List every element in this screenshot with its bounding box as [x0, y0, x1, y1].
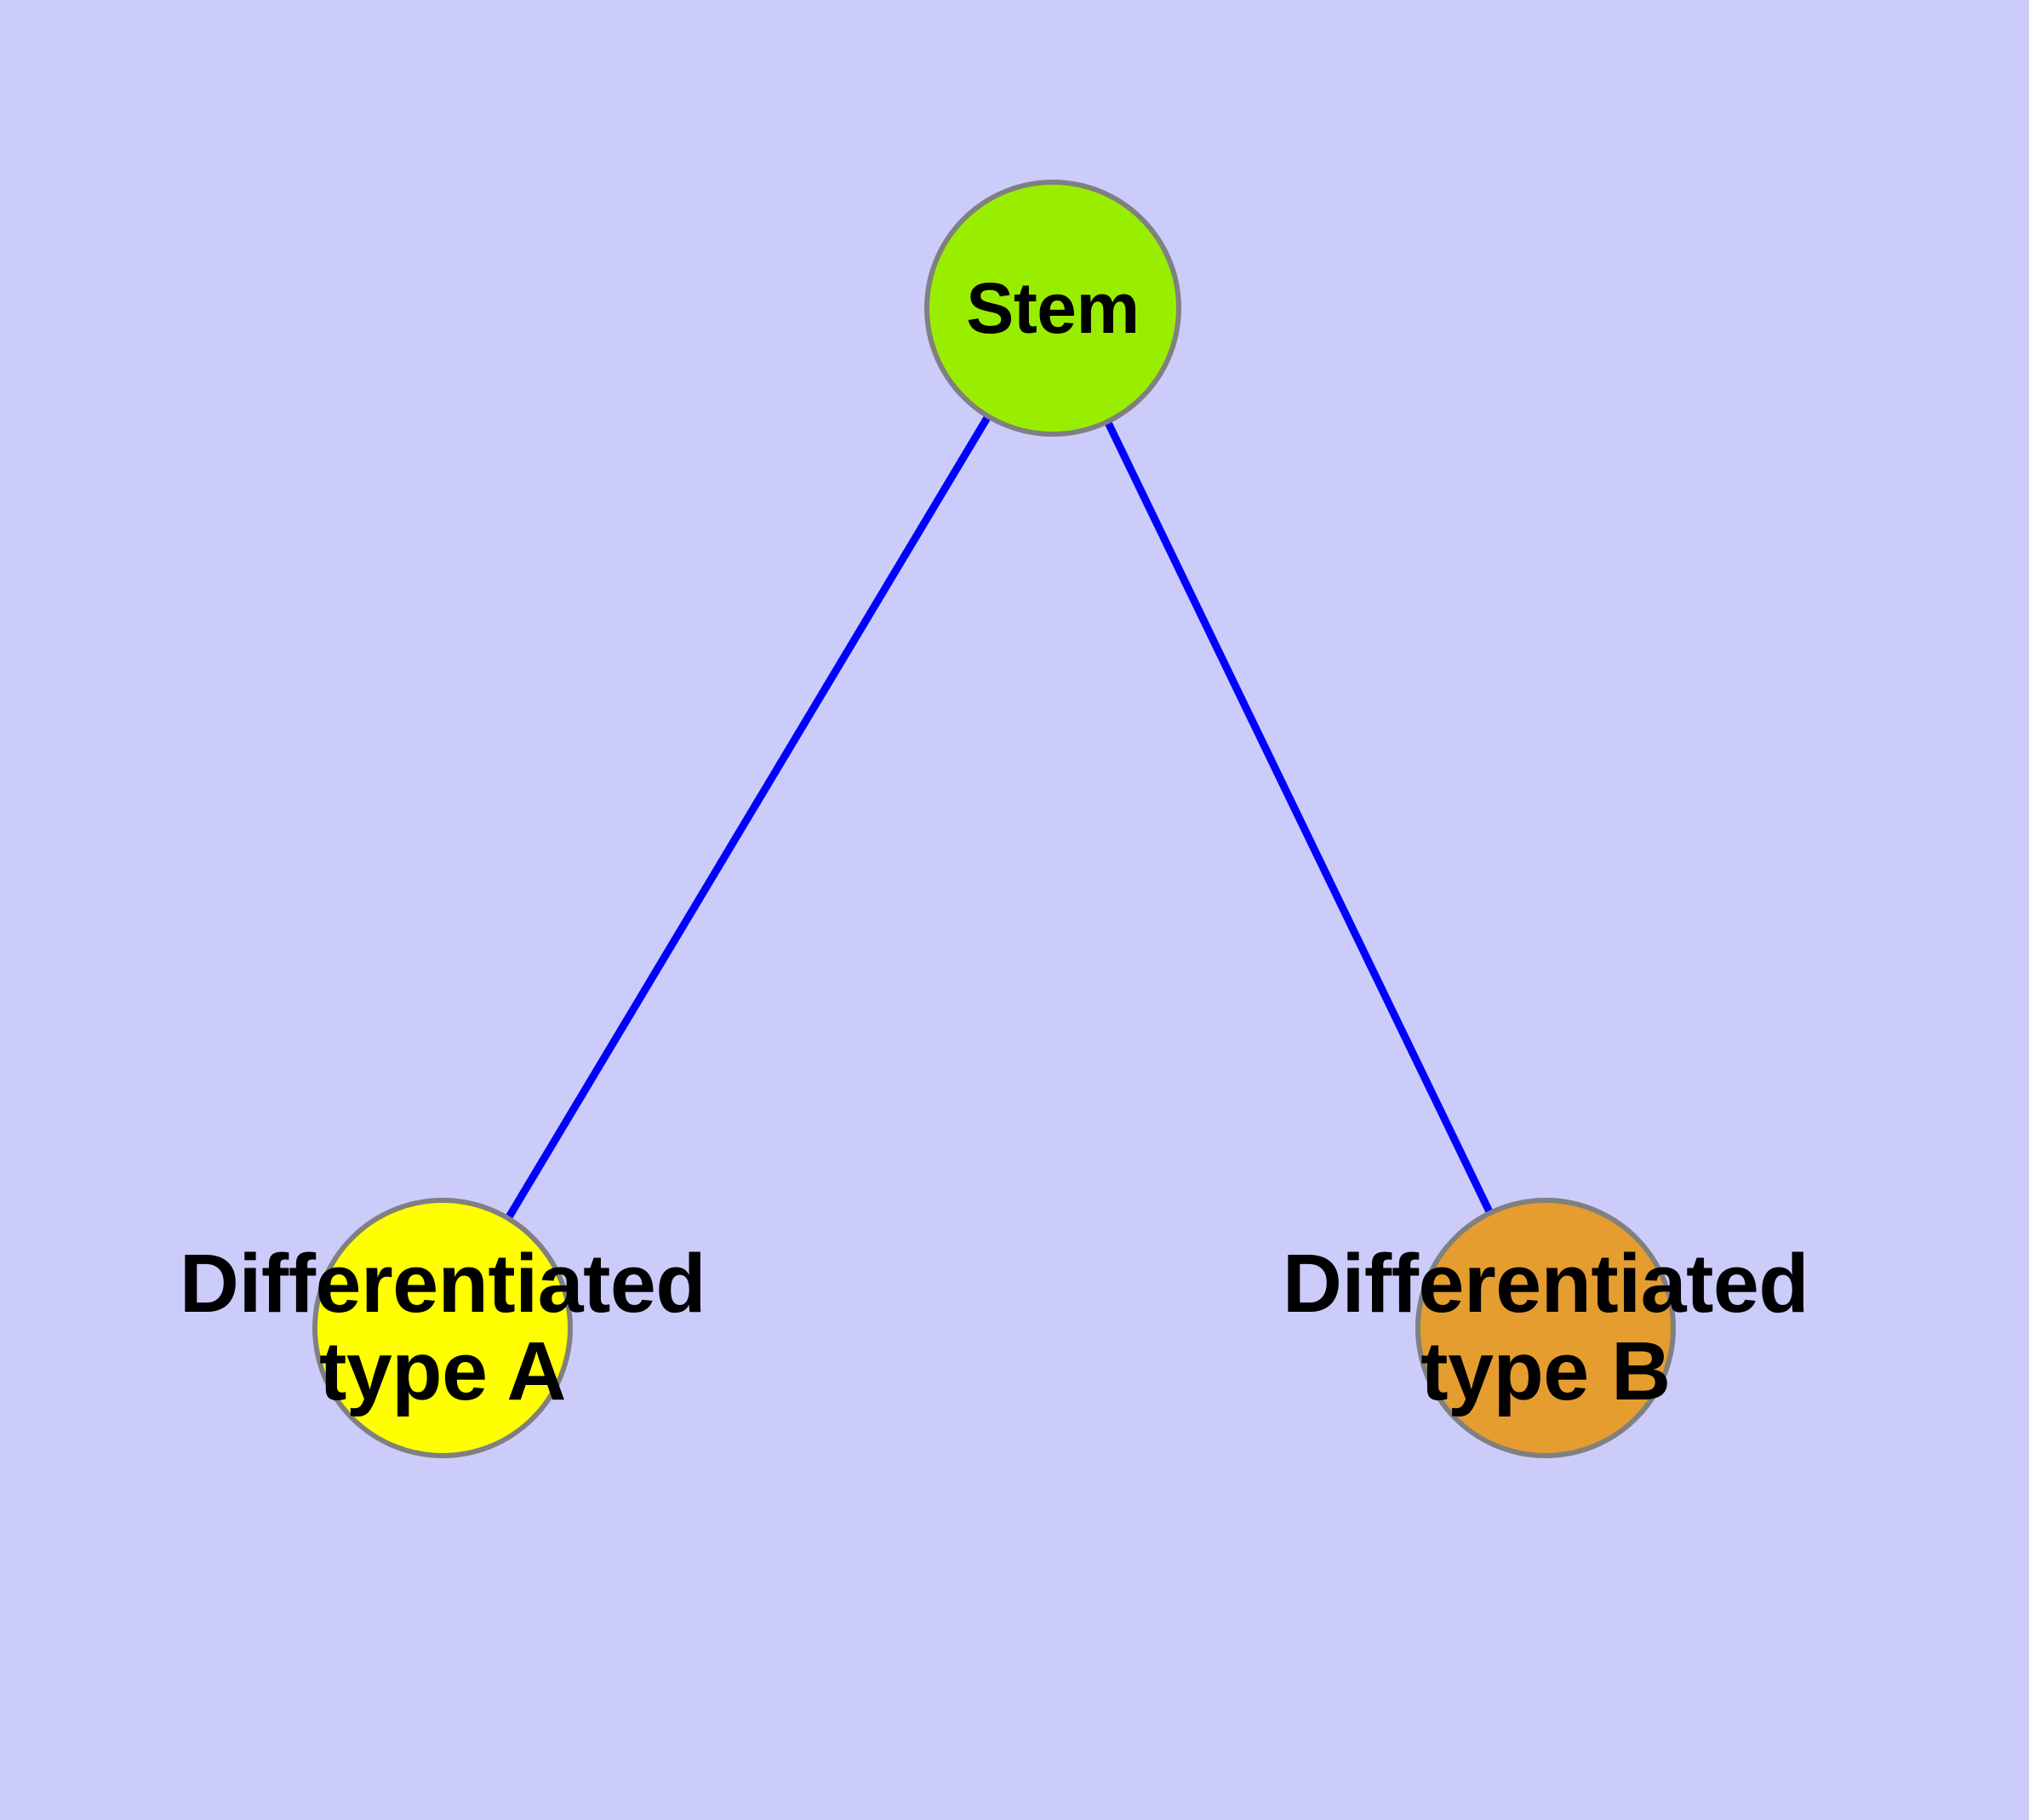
graph-node-stem[interactable] — [924, 180, 1181, 437]
node-layer — [312, 180, 1676, 1458]
graph-edge-stem-to-a — [439, 306, 1056, 1331]
graph-edge-stem-to-b — [1049, 306, 1550, 1330]
graph-node-differentiated-type-b[interactable] — [1415, 1198, 1676, 1458]
graph-node-differentiated-type-a[interactable] — [312, 1198, 573, 1458]
edge-layer — [439, 306, 1550, 1331]
